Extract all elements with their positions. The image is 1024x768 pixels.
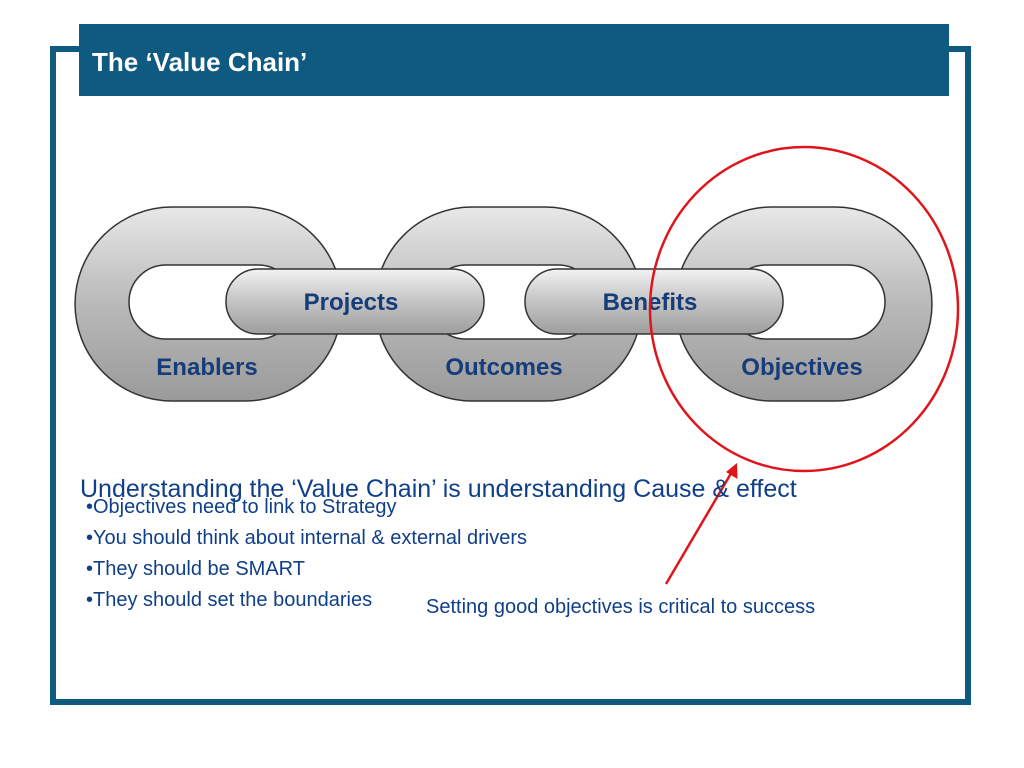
bullet-item: •You should think about internal & exter… bbox=[86, 527, 527, 549]
bullet-list: •Objectives need to link to Strategy •Yo… bbox=[86, 492, 527, 616]
connector-label-projects: Projects bbox=[304, 289, 399, 316]
link-label-outcomes: Outcomes bbox=[445, 354, 562, 381]
bullet-item: •They should set the boundaries bbox=[86, 589, 373, 611]
link-label-objectives: Objectives bbox=[741, 354, 862, 381]
callout-text: Setting good objectives is critical to s… bbox=[426, 596, 816, 618]
chain-link-objectives bbox=[674, 206, 933, 402]
link-label-enablers: Enablers bbox=[156, 354, 257, 381]
headline-text: Understanding the ‘Value Chain’ is under… bbox=[80, 475, 797, 503]
slide-title: The ‘Value Chain’ bbox=[92, 47, 308, 77]
highlight-circle bbox=[648, 145, 960, 473]
callout-arrow bbox=[664, 463, 738, 585]
connector-pill-projects bbox=[225, 268, 485, 335]
bullet-item: •They should be SMART bbox=[86, 558, 305, 580]
title-bar bbox=[79, 24, 949, 96]
bullet-item: •Objectives need to link to Strategy bbox=[86, 496, 397, 518]
